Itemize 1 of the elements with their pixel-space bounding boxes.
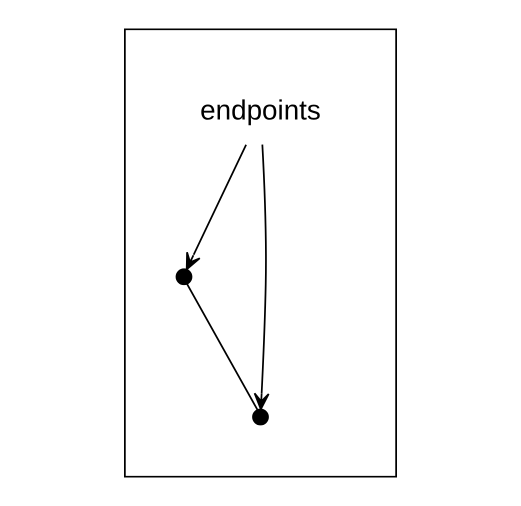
node-text: endpoints bbox=[200, 94, 321, 126]
